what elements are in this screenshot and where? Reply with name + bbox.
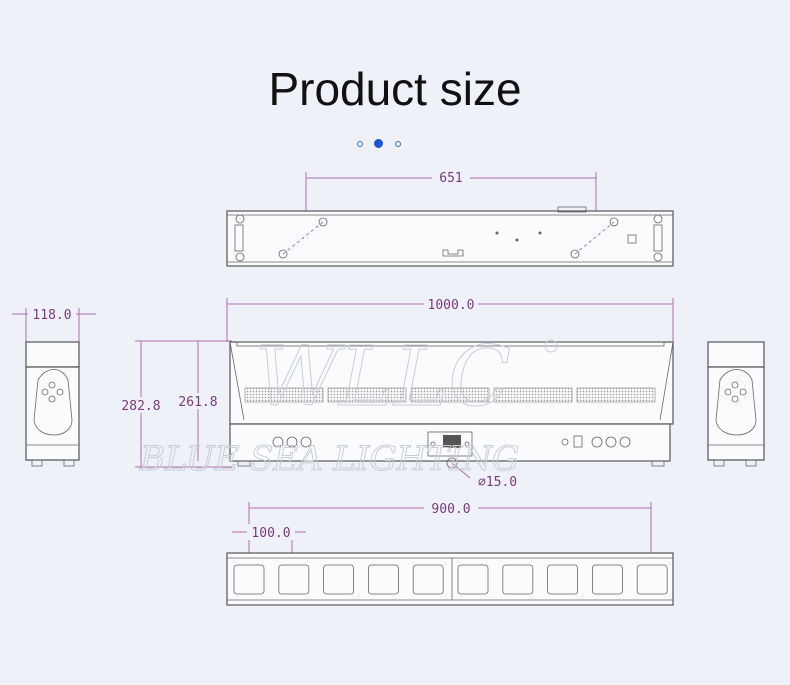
page-title: Product size [268,63,522,115]
front-connectors-right [561,435,631,448]
top-connector-right [653,224,663,252]
grille-1 [244,387,324,403]
lens-view: 900.0 100.0 [226,500,674,606]
front-display-panel [427,431,473,457]
lens-array [233,564,668,595]
lens-5 [412,564,444,595]
left-side-view: 118.0 [12,306,96,467]
lens-3 [323,564,355,595]
lens-1 [233,564,265,595]
front-connectors-left [272,436,312,448]
dim-label-hole: ⌀15.0 [478,475,517,490]
lens-4 [367,564,399,595]
dim-label-282: 282.8 [121,399,160,414]
dim-label-261: 261.8 [178,395,217,410]
lens-6 [457,564,489,595]
lens-2 [278,564,310,595]
lens-8 [547,564,578,595]
top-view: 651 [226,170,674,267]
front-display-screen [443,435,461,448]
top-connector-left [234,224,244,252]
top-view-body [226,210,674,267]
front-view: 1000.0 282.8 261.8 ⌀15.0 WL [118,296,674,490]
pagination-dot-2-active[interactable] [374,139,383,148]
dim-label-651: 651 [439,171,462,186]
dim-label-900: 900.0 [431,502,470,517]
watermark-logo: WLLC [255,330,511,425]
front-grilles [244,387,656,403]
pagination-dot-1[interactable] [357,141,363,147]
right-side-view [707,341,765,467]
dim-label-118: 118.0 [32,308,71,323]
dim-label-100: 100.0 [251,526,290,541]
watermark-company: BLUE SEA LIGHTING [139,439,519,479]
dim-label-1000: 1000.0 [428,298,475,313]
front-view-head [229,341,674,425]
lens-view-body [226,552,674,606]
lens-7 [502,564,534,595]
grille-5 [576,387,656,403]
pagination-dot-3[interactable] [395,141,401,147]
grille-3 [410,387,490,403]
grille-2 [327,387,407,403]
pagination-dots[interactable] [355,139,405,151]
lens-10 [636,564,668,595]
grille-4 [493,387,573,403]
hanging-hole [446,457,458,469]
lens-9 [592,564,623,595]
